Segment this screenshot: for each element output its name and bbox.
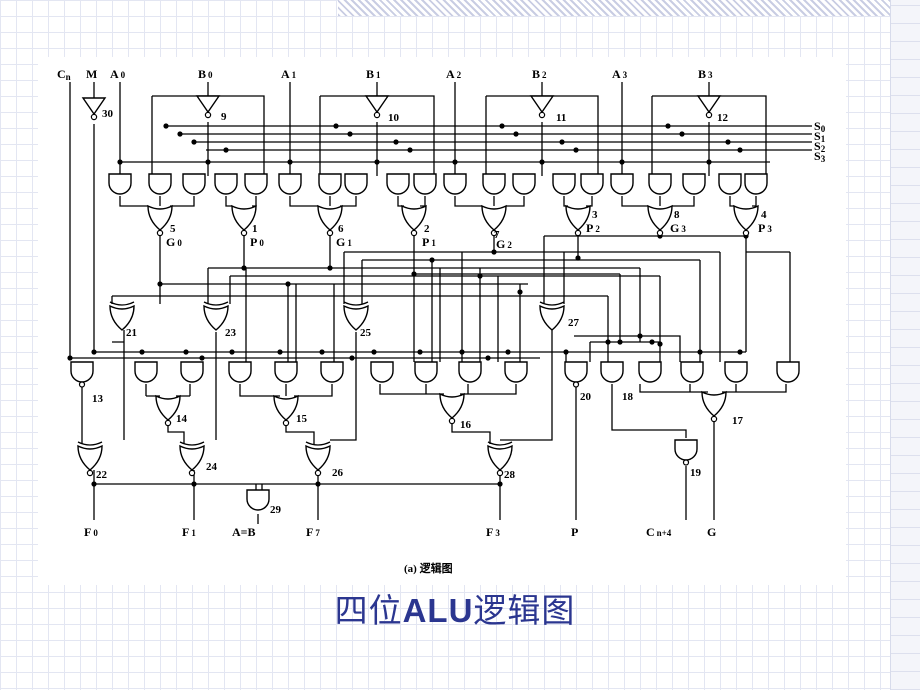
svg-text:12: 12 (717, 112, 729, 124)
svg-text:29: 29 (270, 504, 282, 516)
svg-text:3: 3 (592, 209, 598, 221)
svg-text:F7: F7 (306, 525, 320, 539)
svg-text:27: 27 (568, 317, 580, 329)
svg-text:S3: S3 (814, 149, 826, 164)
svg-text:S0: S0 (814, 119, 826, 134)
gate-10-inverter (365, 95, 389, 119)
svg-text:13: 13 (92, 393, 104, 405)
gate-11-inverter (530, 95, 554, 119)
svg-text:F0: F0 (84, 525, 98, 539)
svg-text:A2: A2 (446, 67, 462, 81)
svg-text:P1: P1 (422, 235, 436, 249)
svg-text:2: 2 (424, 223, 430, 235)
svg-text:G1: G1 (336, 235, 352, 249)
gate-29-and (246, 489, 270, 511)
slide-title: 四位ALU逻辑图 (0, 584, 910, 632)
svg-text:Cn: Cn (57, 67, 71, 82)
svg-text:G0: G0 (166, 235, 182, 249)
gate-25-xor (343, 301, 369, 331)
svg-text:P2: P2 (586, 221, 600, 235)
gate-19-nand (674, 439, 698, 466)
svg-text:21: 21 (126, 327, 137, 339)
gate-24-xnor (179, 441, 205, 477)
wiring (69, 82, 812, 524)
svg-text:7: 7 (494, 229, 500, 241)
svg-text:A=B: A=B (232, 525, 256, 539)
svg-text:4: 4 (761, 209, 767, 221)
junction-dots (67, 123, 749, 487)
svg-text:B3: B3 (698, 67, 713, 81)
svg-text:10: 10 (388, 112, 400, 124)
svg-text:14: 14 (176, 413, 188, 425)
svg-text:30: 30 (102, 108, 114, 120)
svg-text:A0: A0 (110, 67, 126, 81)
top-decoration-band (338, 0, 920, 16)
gate-23-xor (203, 301, 229, 331)
gate-2-nor (401, 205, 427, 237)
gate-4-nor (733, 205, 759, 237)
svg-text:19: 19 (690, 467, 702, 479)
svg-text:F3: F3 (486, 525, 500, 539)
gate-number-labels: 30 9 10 11 12 5 1 6 2 7 3 8 4 21 23 25 2… (92, 108, 767, 516)
gate-15-nor (273, 395, 299, 427)
svg-text:B1: B1 (366, 67, 381, 81)
svg-text:22: 22 (96, 469, 108, 481)
and-row-1 (108, 173, 768, 195)
svg-text:8: 8 (674, 209, 680, 221)
gate-8-nor (647, 205, 673, 237)
svg-text:B2: B2 (532, 67, 547, 81)
gate-21-xor (109, 301, 135, 331)
svg-text:A3: A3 (612, 67, 628, 81)
gate-26-xnor (305, 441, 331, 477)
svg-text:F1: F1 (182, 525, 196, 539)
svg-text:S2: S2 (814, 139, 826, 154)
slide-title-pre: 四位 (334, 591, 403, 630)
svg-text:25: 25 (360, 327, 372, 339)
gate-9-inverter (196, 95, 220, 119)
svg-text:6: 6 (338, 223, 344, 235)
svg-text:24: 24 (206, 461, 218, 473)
svg-text:A1: A1 (281, 67, 297, 81)
slide-title-post: 逻辑图 (473, 591, 576, 630)
svg-text:28: 28 (504, 469, 516, 481)
gate-5-nor (147, 205, 173, 237)
right-decoration-band (890, 0, 920, 690)
svg-text:20: 20 (580, 391, 592, 403)
svg-text:1: 1 (252, 223, 258, 235)
gate-17-nor (701, 391, 727, 423)
svg-text:P: P (571, 525, 578, 539)
svg-text:M: M (86, 67, 97, 81)
svg-text:P3: P3 (758, 221, 772, 235)
svg-text:S1: S1 (814, 129, 826, 144)
svg-text:G2: G2 (496, 237, 512, 251)
alu-logic-diagram: Cn M A0 B0 A1 B1 A2 B2 A3 B3 S0 S1 S2 S3… (57, 67, 826, 575)
svg-text:Cn+4: Cn+4 (646, 525, 672, 539)
svg-text:15: 15 (296, 413, 308, 425)
svg-text:18: 18 (622, 391, 634, 403)
svg-text:5: 5 (170, 223, 176, 235)
and-row-2 (70, 361, 800, 388)
slide-title-alu: ALU (402, 592, 474, 629)
diagram-panel (38, 57, 846, 585)
svg-text:G: G (707, 525, 716, 539)
svg-text:17: 17 (732, 415, 744, 427)
svg-text:P0: P0 (250, 235, 264, 249)
svg-text:26: 26 (332, 467, 344, 479)
svg-text:11: 11 (556, 112, 566, 124)
svg-text:16: 16 (460, 419, 472, 431)
svg-text:B0: B0 (198, 67, 213, 81)
gate-27-xor (539, 301, 565, 331)
select-labels: S0 S1 S2 S3 (814, 119, 826, 164)
diagram-caption: (a) 逻辑图 (404, 561, 453, 575)
svg-text:9: 9 (221, 111, 227, 123)
svg-text:G3: G3 (670, 221, 686, 235)
svg-text:23: 23 (225, 327, 237, 339)
